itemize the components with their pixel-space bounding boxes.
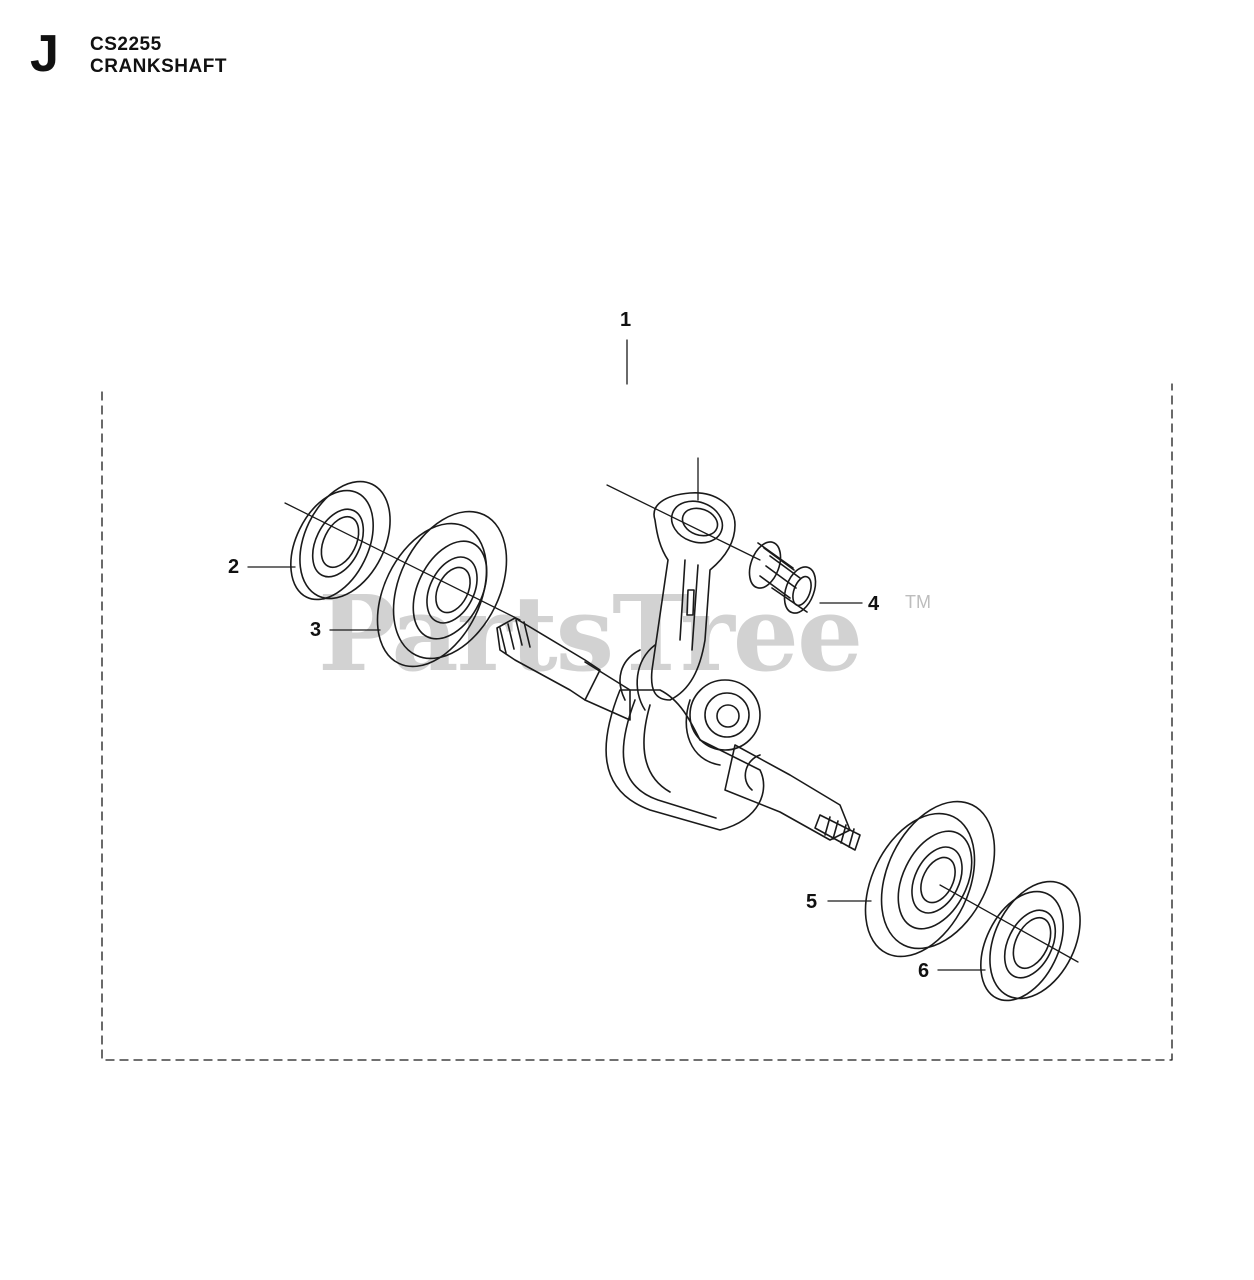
callout-1: 1 bbox=[620, 309, 632, 331]
callout-3: 3 bbox=[310, 619, 322, 641]
crankshaft-right-shaft bbox=[724, 744, 861, 851]
assembly-boundary bbox=[101, 383, 1173, 1061]
crankshaft-left-shaft bbox=[496, 617, 631, 721]
section-letter: J bbox=[30, 25, 59, 83]
callout-6: 6 bbox=[918, 960, 930, 982]
callout-4: 4 bbox=[868, 593, 880, 615]
callout-5: 5 bbox=[806, 891, 818, 913]
bearing-left bbox=[376, 510, 508, 668]
watermark-trademark: TM bbox=[905, 592, 931, 612]
callout-2: 2 bbox=[228, 556, 240, 578]
needle-bearing bbox=[748, 541, 817, 614]
model-number: CS2255 bbox=[90, 34, 162, 55]
connecting-rod bbox=[650, 492, 736, 701]
leader-lines bbox=[247, 339, 1079, 971]
crank-pin bbox=[685, 679, 761, 766]
watermark-text: PartsTree bbox=[318, 572, 863, 695]
seal-right bbox=[980, 880, 1081, 1002]
crank-web bbox=[605, 644, 765, 831]
diagram-title: CRANKSHAFT bbox=[90, 56, 227, 77]
seal-left bbox=[290, 480, 391, 601]
bearing-right bbox=[864, 800, 996, 958]
